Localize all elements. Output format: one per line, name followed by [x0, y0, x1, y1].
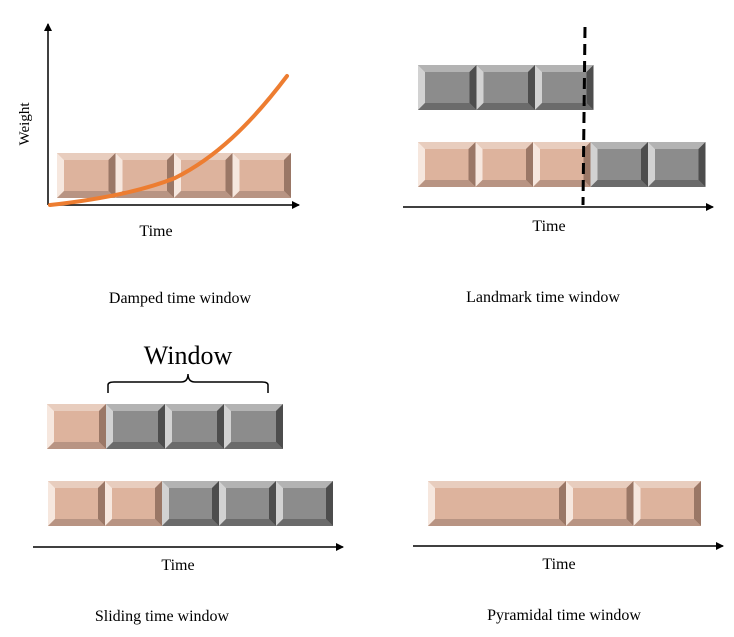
sliding-window-brace	[107, 373, 269, 393]
sliding-caption: Sliding time window	[95, 608, 230, 625]
pyramidal-x-label: Time	[542, 556, 575, 573]
landmark-bottom-row	[418, 142, 706, 187]
damped-block-peach-1	[57, 153, 116, 198]
damped-caption: Damped time window	[109, 290, 252, 307]
sliding-bottom-row	[48, 481, 333, 526]
sliding-bottom-block-peach-2	[105, 481, 162, 526]
pyramidal-block-peach-2	[566, 481, 634, 526]
pyramidal-block-peach-1	[428, 481, 566, 526]
sliding-bottom-block-gray-4	[219, 481, 276, 526]
pyramidal-block-row	[428, 481, 701, 526]
pyramidal-panel: Time Pyramidal time window	[413, 481, 724, 624]
pyramidal-caption: Pyramidal time window	[487, 607, 641, 624]
landmark-dashed-marker	[581, 26, 587, 206]
landmark-bottom-block-peach-2	[475, 142, 533, 187]
sliding-top-block-gray-3	[165, 404, 224, 449]
landmark-top-block-gray-1	[418, 65, 477, 110]
pyramidal-block-peach-3	[633, 481, 701, 526]
landmark-top-row	[418, 65, 594, 110]
sliding-bottom-block-peach-1	[48, 481, 105, 526]
sliding-x-label: Time	[161, 557, 194, 574]
landmark-bottom-block-peach-1	[418, 142, 476, 187]
sliding-top-block-peach-1	[47, 404, 106, 449]
damped-y-label: Weight	[17, 102, 33, 146]
landmark-top-block-gray-2	[476, 65, 535, 110]
sliding-bottom-block-gray-5	[276, 481, 333, 526]
damped-block-peach-4	[232, 153, 291, 198]
damped-weight-curve	[48, 74, 289, 207]
landmark-bottom-block-gray-5	[648, 142, 706, 187]
damped-x-label: Time	[139, 223, 172, 240]
sliding-panel: Window Time Sliding time window	[33, 341, 344, 625]
sliding-top-block-gray-2	[106, 404, 165, 449]
damped-panel: Weight Time Damped time window	[17, 23, 300, 307]
sliding-window-label: Window	[144, 341, 233, 370]
landmark-x-label: Time	[532, 218, 565, 235]
landmark-bottom-block-peach-3	[533, 142, 591, 187]
sliding-bottom-block-gray-3	[162, 481, 219, 526]
landmark-panel: Time Landmark time window	[403, 26, 714, 306]
sliding-top-row	[47, 404, 283, 449]
sliding-top-block-gray-4	[224, 404, 283, 449]
landmark-bottom-block-gray-4	[590, 142, 648, 187]
landmark-caption: Landmark time window	[466, 289, 620, 306]
damped-block-peach-3	[174, 153, 233, 198]
damped-block-peach-2	[115, 153, 174, 198]
damped-block-row	[57, 153, 291, 198]
